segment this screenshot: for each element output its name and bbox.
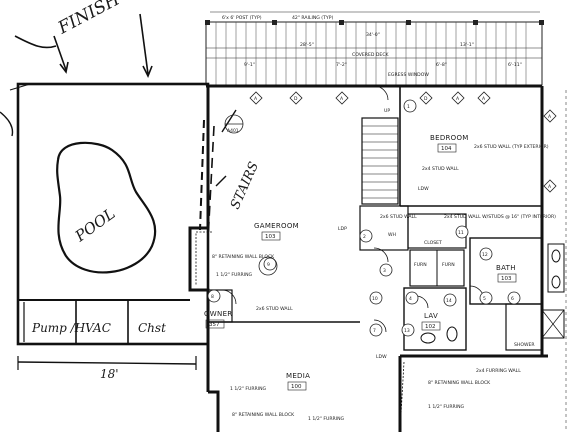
dim-covered: 28'-5": [300, 42, 314, 48]
owner-closet: [207, 289, 233, 323]
note-furring-d: 1 1/2" FURRING: [216, 272, 253, 278]
closet-label: CLOSET: [424, 240, 442, 246]
hand-pump: Pump /HVAC: [31, 321, 111, 335]
section-d-1: D: [294, 96, 298, 102]
gameroom-label: GAMEROOM: [254, 222, 299, 230]
gameroom-number: 103: [265, 234, 276, 240]
hand-dim-18: 18': [100, 367, 119, 381]
media-label: MEDIA: [286, 372, 310, 380]
note-ldw-b: LDW: [418, 186, 429, 192]
note-furring-bath: 2x4 FURRING WALL: [476, 368, 521, 374]
dim-row-1: 7'-2": [336, 62, 347, 68]
hand-stairs: STAIRS: [228, 160, 262, 212]
hand-finish: FINISH: [54, 0, 124, 39]
house-walls: [188, 84, 567, 432]
furn-label-a: FURN: [414, 262, 427, 268]
overall-dim: 34'-0": [366, 32, 380, 38]
bedroom-number: 104: [441, 146, 452, 152]
section-markers: [224, 91, 557, 276]
section-a-1: A: [254, 96, 258, 102]
note-up: UP: [384, 108, 390, 114]
section-a-3: A: [456, 96, 460, 102]
post-note: 6'x 6' POST (TYP): [222, 15, 262, 21]
wh-label: WH: [388, 232, 396, 238]
lav-label: LAV: [424, 312, 438, 320]
tag-1: 1: [407, 104, 410, 110]
hand-pool: POOL: [71, 204, 119, 245]
note-stud-wall-a: 2x4 STUD WALL: [422, 166, 459, 172]
section-a-6: A: [548, 184, 552, 190]
note-retaining-right: 8" RETAINING WALL BLOCK: [428, 380, 491, 386]
tag-9: 9: [267, 262, 270, 268]
tag-5: 5: [483, 296, 486, 302]
dim-row-2: 6'-8": [436, 62, 447, 68]
tag-13: 13: [404, 328, 410, 334]
note-ldw: LDW: [376, 354, 387, 360]
tag-8: 8: [211, 294, 214, 300]
covered-deck-label: COVERED DECK: [352, 52, 390, 58]
media-number: 100: [291, 384, 302, 390]
pool-area: [0, 13, 237, 370]
note-stud-wall-b: 2x4 STUD WALL W/STUDS @ 16" (TYP INTERIO…: [444, 214, 556, 220]
note-ldp: LDP: [338, 226, 347, 232]
note-stud-wall-2x6: 2x6 STUD WALL: [256, 306, 293, 312]
dim-row-0: 9'-1": [244, 62, 255, 68]
note-stud-ext: 2x6 STUD WALL (TYP EXTERIOR): [474, 144, 549, 150]
section-a-4: A: [482, 96, 486, 102]
section-a-2: A: [340, 96, 344, 102]
tag-4: 4: [409, 296, 412, 302]
tag-2: 2: [363, 234, 366, 240]
tag-3: 3: [383, 268, 386, 274]
tag-14: 14: [446, 298, 452, 304]
door-tags: [207, 99, 521, 337]
railing-note: 42" RAILING (TYP): [292, 15, 333, 21]
bedroom-label: BEDROOM: [430, 134, 469, 142]
note-stud-wall-c: 2x6 STUD WALL: [380, 214, 417, 220]
pool-outline: [56, 141, 157, 274]
owner-label: OWNER: [204, 310, 232, 318]
tag-12: 12: [482, 252, 488, 258]
furn-label-b: FURN: [442, 262, 455, 268]
tag-7: 7: [373, 328, 376, 334]
lav-number: 102: [425, 324, 436, 330]
egress-note: EGRESS WINDOW: [388, 72, 429, 78]
dim-right-top: 13'-1": [460, 42, 474, 48]
note-furring-b: 1 1/2" FURRING: [308, 416, 345, 422]
tag-10: 10: [372, 296, 378, 302]
tag-6: 6: [511, 296, 514, 302]
note-furring-c: 1 1/2" FURRING: [428, 404, 465, 410]
shower-label: SHOWER: [514, 342, 535, 348]
section-a401: A401: [227, 128, 239, 134]
section-a-5: A: [548, 114, 552, 120]
note-furring-a: 1 1/2" FURRING: [230, 386, 267, 392]
section-d-2: D: [424, 96, 428, 102]
bath-number: 103: [501, 276, 512, 282]
note-retaining-media: 8" RETAINING WALL BLOCK: [232, 412, 295, 418]
note-retaining-left: 8" RETAINING WALL BLOCK: [212, 254, 275, 260]
owner-number: 357: [209, 322, 220, 328]
hand-chest: Chst: [138, 321, 166, 335]
bath-label: BATH: [496, 264, 516, 272]
tag-11: 11: [458, 230, 464, 236]
dim-row-3: 6'-11": [508, 62, 522, 68]
covered-deck: [205, 11, 544, 86]
